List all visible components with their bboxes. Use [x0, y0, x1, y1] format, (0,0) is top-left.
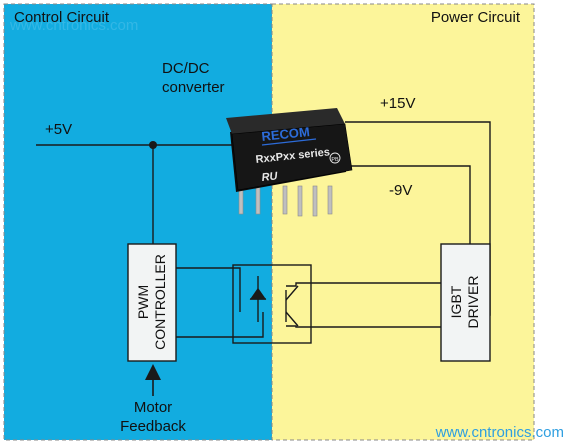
positive-output-label: +15V: [380, 95, 415, 112]
igbt-driver-block: [440, 243, 491, 362]
wire-pwm-to-opto: [175, 267, 241, 312]
wire-minus9v-output: [345, 165, 471, 244]
power-circuit-title: Power Circuit: [431, 9, 521, 26]
pwm-label-line1: PWM: [135, 285, 151, 319]
input-voltage-label: +5V: [45, 121, 72, 138]
negative-output-label: -9V: [389, 182, 412, 199]
pwm-label-line2: CONTROLLER: [152, 254, 168, 350]
igbt-label-line2: DRIVER: [465, 276, 481, 329]
wire-opto-return: [175, 312, 264, 338]
optocoupler-box: [232, 264, 312, 344]
control-circuit-title: Control Circuit: [14, 9, 110, 26]
converter-label-line2: converter: [162, 79, 225, 96]
module-brand: RECOM: [261, 124, 311, 144]
watermark-top: www.cntronics.com: [9, 17, 138, 34]
igbt-label-line1: IGBT: [448, 285, 464, 318]
watermark-bottom: www.cntronics.com: [435, 424, 564, 441]
pwm-controller-block: [127, 243, 177, 362]
dcdc-module: RECOM RxxPxx series RU PB: [226, 108, 353, 217]
control-circuit-region: [3, 3, 273, 441]
junction-dot: [149, 141, 157, 149]
diode-icon: [249, 276, 267, 322]
phototransistor-icon: [285, 285, 299, 327]
wire-opto-out-bottom: [286, 325, 441, 328]
module-cert-circle: PB: [331, 157, 339, 163]
feedback-label-line1: Motor: [134, 399, 172, 416]
wire-opto-out-top: [286, 282, 441, 287]
feedback-label-line2: Feedback: [120, 418, 186, 435]
power-circuit-region: [271, 3, 535, 441]
converter-label-line1: DC/DC: [162, 60, 210, 77]
module-cert-mark: RU: [261, 170, 279, 184]
